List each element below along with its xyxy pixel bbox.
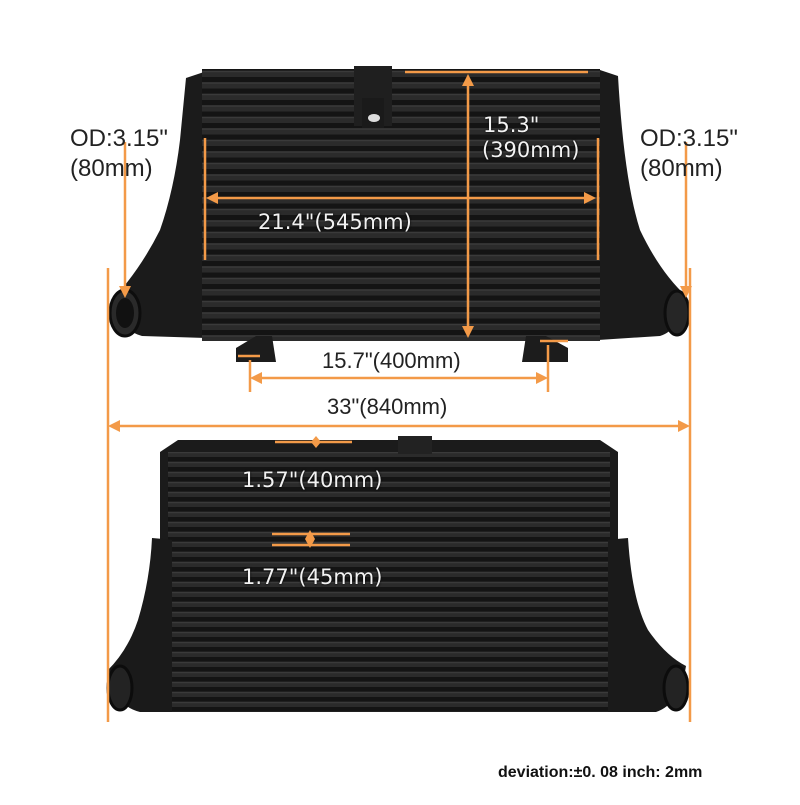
right-mounting-foot	[522, 336, 568, 362]
right-end-tank	[598, 70, 686, 340]
dimension-lines	[106, 70, 692, 722]
height-label-line2: (390mm)	[482, 138, 580, 162]
top-tab	[398, 436, 432, 454]
left-od-label-line1: OD:3.15"	[70, 125, 168, 152]
top-thickness-label: 1.57"(40mm)	[242, 468, 383, 492]
height-label-line1: 15.3"	[483, 113, 540, 137]
lower-core	[172, 540, 608, 712]
intercooler-front-view	[108, 66, 691, 362]
core-width-label: 21.4"(545mm)	[258, 210, 412, 234]
deviation-footnote: deviation:±0. 08 inch: 2mm	[498, 764, 703, 781]
left-end-tank	[112, 72, 206, 338]
right-od-label-line1: OD:3.15"	[640, 125, 738, 152]
intercooler-core	[202, 69, 600, 341]
right-outlet-pipe	[663, 289, 691, 337]
bottom-thickness-label: 1.77"(45mm)	[242, 565, 383, 589]
feet-spacing-label: 15.7"(400mm)	[322, 348, 461, 373]
lower-right-tank	[605, 538, 686, 712]
right-od-label-line2: (80mm)	[640, 155, 723, 182]
intercooler-angled-view	[106, 436, 690, 712]
total-width-label: 33"(840mm)	[327, 394, 448, 419]
left-od-label-line2: (80mm)	[70, 155, 153, 182]
